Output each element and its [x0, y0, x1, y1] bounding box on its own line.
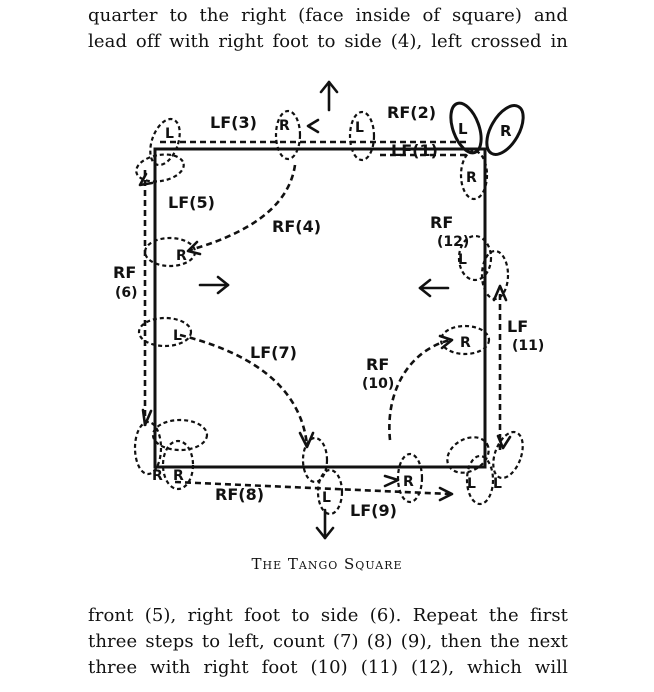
rf10-curve — [388, 338, 451, 441]
svg-text:R: R — [279, 118, 290, 134]
svg-text:R: R — [173, 468, 184, 484]
tango-square-diagram: L R R L R L R L R R L — [113, 80, 544, 540]
label-rf10-top: RF — [366, 355, 389, 374]
label-rf4: RF(4) — [272, 217, 321, 236]
label-lf3: LF(3) — [210, 113, 257, 132]
label-rf2: RF(2) — [387, 103, 436, 122]
footprint-lf3: R — [274, 109, 302, 161]
footprint-bottom-right-corner: L L — [446, 430, 524, 506]
label-lf11-bottom: (11) — [512, 338, 544, 354]
label-lf1: LF(1) — [391, 141, 438, 160]
body-text-line-4: three steps to left, count (7) (8) (9), … — [88, 631, 568, 652]
label-rf12-top: RF — [430, 213, 453, 232]
svg-text:L: L — [173, 328, 182, 344]
path-arrowheads — [138, 118, 512, 502]
arrow-down-icon — [315, 508, 335, 540]
footprint-top-left-corner: L — [135, 117, 185, 183]
label-rf6-top: RF — [113, 263, 136, 282]
footprint-lf9: R — [396, 452, 424, 504]
footprint-start-left: L — [449, 101, 483, 155]
svg-text:L: L — [165, 126, 174, 142]
svg-text:R: R — [466, 170, 477, 186]
arrow-left-icon — [418, 278, 450, 298]
label-rf6-bottom: (6) — [115, 285, 138, 301]
arrow-up-icon — [319, 80, 339, 112]
svg-text:R: R — [176, 248, 187, 264]
footprint-lf1: R — [459, 149, 489, 201]
label-lf11-top: LF — [507, 317, 528, 336]
label-rf10-bottom: (10) — [362, 376, 394, 392]
square-outline — [153, 147, 487, 469]
body-text-line-2: lead off with right foot to side (4), le… — [88, 31, 568, 52]
svg-text:L: L — [458, 252, 467, 268]
footprint-bottom-left-corner: R R — [133, 418, 209, 491]
svg-text:R: R — [152, 468, 163, 484]
body-text-line-3: front (5), right foot to side (6). Repea… — [88, 605, 568, 626]
footprint-start-right: R — [485, 104, 525, 156]
lf7-curve — [179, 333, 309, 446]
footprint-rf10: R — [439, 324, 491, 356]
body-text-line-5: three with right foot (10) (11) (12), wh… — [88, 657, 568, 678]
arrow-right-icon — [198, 275, 230, 295]
rf4-curve — [189, 164, 297, 252]
svg-text:L: L — [458, 120, 468, 138]
label-lf5: LF(5) — [168, 193, 215, 212]
body-text-line-1: quarter to the right (face inside of squ… — [88, 5, 568, 26]
label-lf9: LF(9) — [350, 501, 397, 520]
svg-text:L: L — [322, 490, 331, 506]
svg-text:R: R — [500, 122, 512, 140]
figure-caption: The Tango Square — [251, 555, 403, 573]
bottom-dashed-path — [174, 480, 451, 496]
svg-text:L: L — [467, 476, 476, 492]
svg-text:R: R — [403, 474, 414, 490]
footprint-rf2: L — [348, 110, 376, 162]
footprint-rf8: L — [301, 436, 344, 516]
svg-text:R: R — [460, 335, 471, 351]
footprint-lf7: L — [137, 316, 193, 348]
label-rf12-bottom: (12) — [437, 234, 469, 250]
label-lf7: LF(7) — [250, 343, 297, 362]
svg-text:L: L — [355, 120, 364, 136]
label-rf8: RF(8) — [215, 485, 264, 504]
svg-text:L: L — [493, 476, 502, 492]
